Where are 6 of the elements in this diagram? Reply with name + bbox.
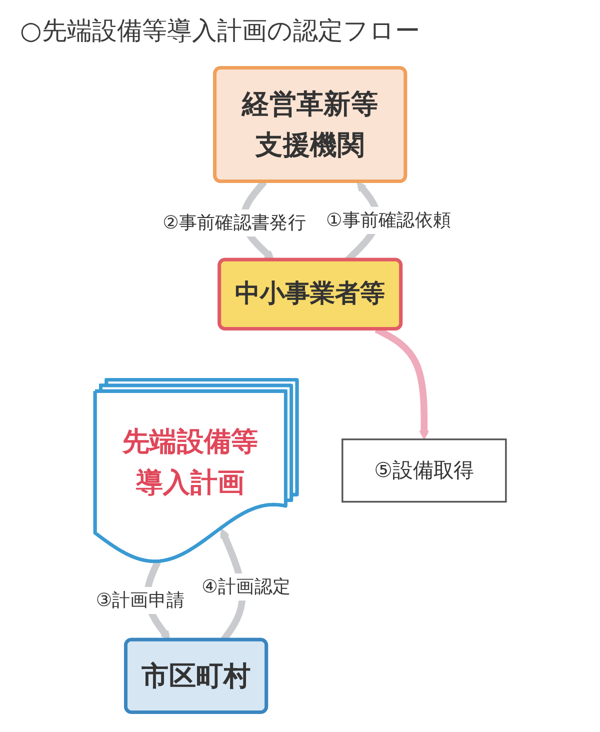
edge-label: ③計画申請 <box>95 589 184 611</box>
node-box: ⑤設備取得 <box>341 438 506 503</box>
edge-label: ①事前確認依頼 <box>325 209 451 231</box>
edge-label: ②事前確認書発行 <box>162 212 306 234</box>
edge-label: ④計画認定 <box>201 576 290 598</box>
diagram-title: ○先端設備等導入計画の認定フロー <box>20 15 420 47</box>
